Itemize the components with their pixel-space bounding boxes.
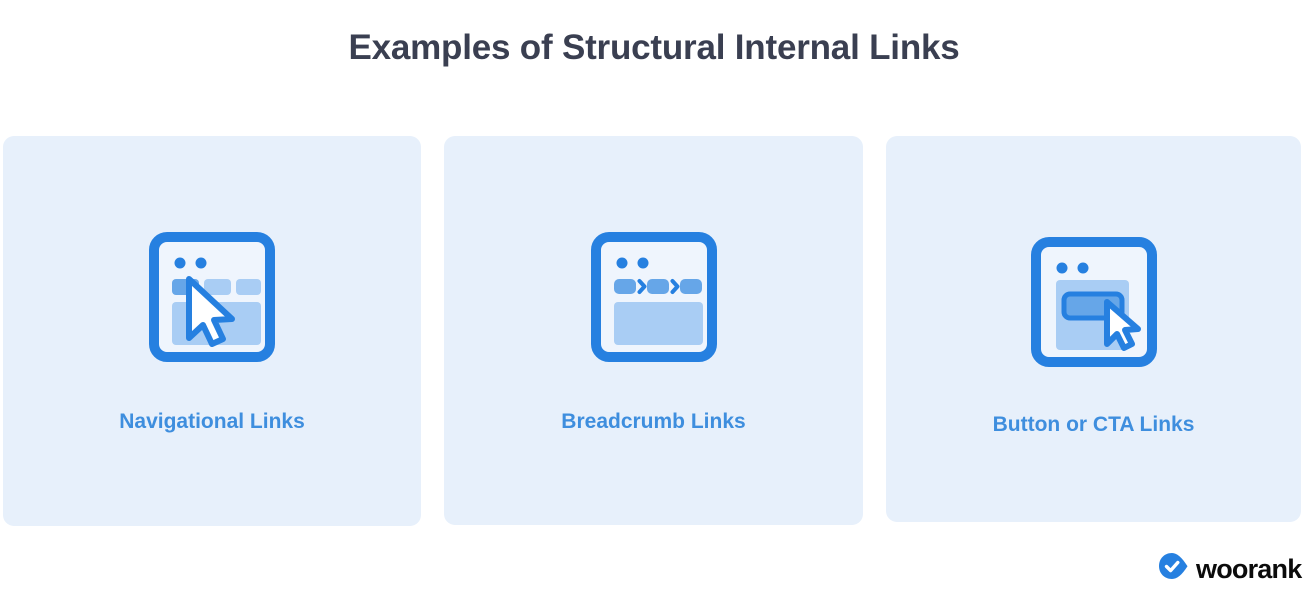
woorank-logo-text: woorank [1196,553,1302,584]
browser-nav-cursor-icon [149,232,275,367]
card-label-navigational-links: Navigational Links [119,410,305,433]
card-breadcrumb-links[interactable]: Breadcrumb Links [444,136,863,525]
card-navigational-links[interactable]: Navigational Links [3,136,421,526]
browser-button-cursor-icon [1030,237,1157,372]
card-label-breadcrumb-links: Breadcrumb Links [561,410,746,433]
woorank-check-leaf-icon [1158,552,1189,586]
card-button-cta-links[interactable]: Button or CTA Links [886,136,1301,522]
woorank-logo: woorank [1158,552,1302,586]
cards-row: Navigational Links Breadcrumb Links [3,136,1305,526]
page-title: Examples of Structural Internal Links [348,28,960,67]
browser-breadcrumb-icon [590,232,717,367]
card-label-button-cta-links: Button or CTA Links [992,413,1195,436]
